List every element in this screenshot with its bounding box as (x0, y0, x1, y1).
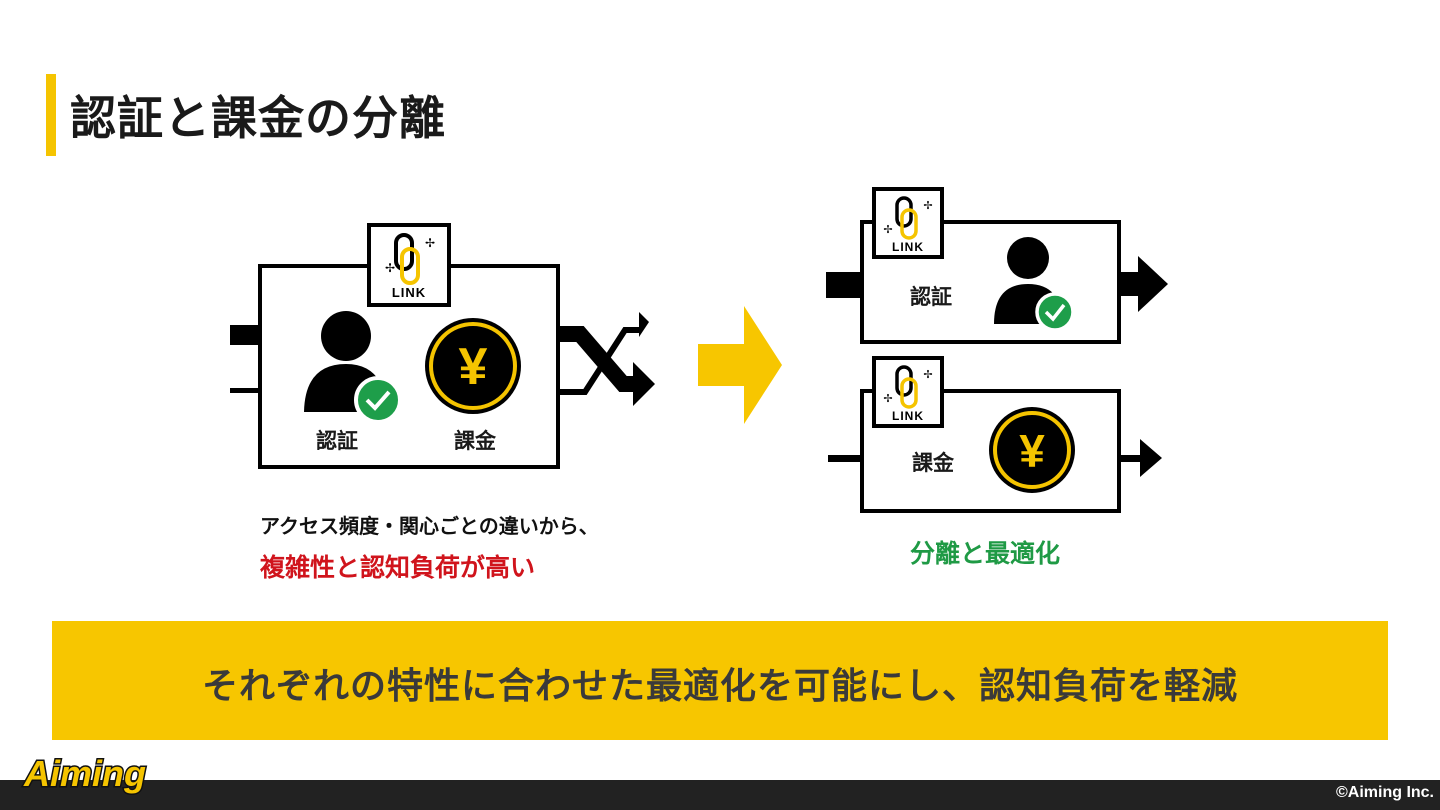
right-auth-label: 認証 (910, 285, 952, 309)
svg-text:✢: ✢ (883, 393, 892, 405)
footer-bar: ©Aiming Inc. (0, 780, 1440, 810)
summary-banner-text: それぞれの特性に合わせた最適化を可能にし、認知負荷を軽減 (201, 666, 1238, 707)
svg-text:✢: ✢ (425, 236, 435, 250)
auth-user-icon (994, 237, 1075, 332)
svg-text:¥: ¥ (459, 338, 488, 396)
billing-link-badge: ✢ ✢ LINK (872, 356, 944, 428)
left-auth-label: 認証 (316, 429, 358, 453)
svg-text:¥: ¥ (1019, 425, 1045, 477)
billing-link-label: LINK (892, 409, 924, 423)
svg-text:✢: ✢ (923, 200, 932, 212)
output-arrowhead-bottom (633, 362, 655, 406)
right-note: 分離と最適化 (910, 539, 1061, 568)
svg-text:✢: ✢ (385, 261, 395, 275)
svg-text:✢: ✢ (883, 224, 892, 236)
summary-banner: それぞれの特性に合わせた最適化を可能にし、認知負荷を軽減 (52, 621, 1388, 740)
user-icon (304, 311, 402, 424)
billing-output-arrowhead (1140, 439, 1162, 477)
link-badge: ✢ ✢ LINK (367, 223, 451, 307)
title-accent-bar (46, 74, 56, 156)
svg-text:Aiming: Aiming (23, 753, 146, 794)
tangled-output-arrows (558, 326, 639, 395)
left-billing-label: 課金 (454, 429, 496, 453)
right-billing-label: 課金 (912, 451, 954, 475)
svg-text:✢: ✢ (923, 369, 932, 381)
page-title: 認証と課金の分離 (70, 91, 446, 145)
aiming-logo: Aiming (22, 752, 148, 796)
billing-yen-coin-icon: ¥ (989, 407, 1075, 493)
output-arrowhead-top (639, 312, 649, 337)
auth-service-diagram: ✢ ✢ LINK (826, 187, 1168, 344)
auth-output-arrowhead (1138, 256, 1168, 312)
auth-link-badge: ✢ ✢ LINK (872, 187, 944, 259)
copyright-text: ©Aiming Inc. (1335, 784, 1434, 801)
auth-link-label: LINK (892, 240, 924, 254)
combined-service-diagram: ✢ ✢ LINK ¥ (230, 223, 655, 469)
left-note-line1: アクセス頻度・関心ごとの違いから、 (260, 514, 599, 538)
input-line-thin (230, 388, 260, 393)
transition-arrow-icon (698, 306, 782, 424)
billing-service-diagram: ✢ ✢ LINK ¥ (828, 356, 1162, 513)
auth-input-line (826, 272, 864, 298)
link-badge-label: LINK (392, 285, 426, 300)
left-note-line2: 複雑性と認知負荷が高い (260, 553, 536, 582)
yen-coin-icon: ¥ (425, 318, 521, 414)
input-line-thick (230, 325, 260, 345)
billing-input-line (828, 455, 864, 462)
